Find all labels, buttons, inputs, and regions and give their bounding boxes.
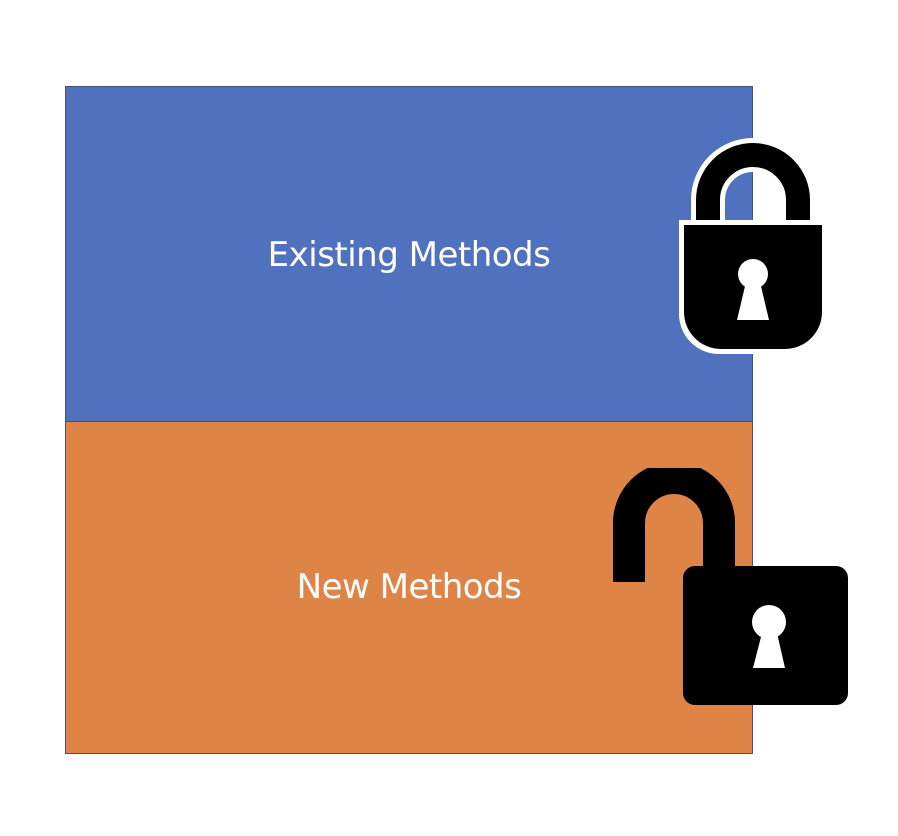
padlock-open-icon (613, 468, 848, 705)
existing-methods-block: Existing Methods (66, 87, 752, 422)
new-methods-label: New Methods (296, 566, 522, 607)
padlock-closed-icon (679, 138, 827, 354)
existing-methods-label: Existing Methods (267, 235, 551, 275)
